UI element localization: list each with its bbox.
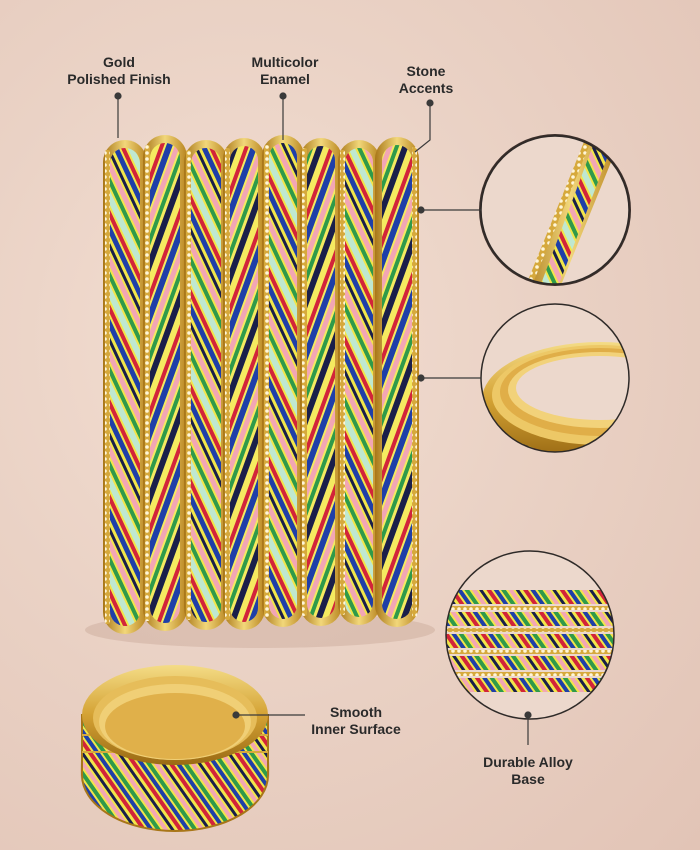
bangle-stack — [103, 135, 419, 634]
callout-stone-accents: Stone Accents — [398, 63, 454, 96]
bangle — [184, 140, 228, 630]
callout-multicolor-enamel: Multicolor Enamel — [251, 54, 319, 87]
bangle — [262, 135, 304, 627]
callout-durable-alloy-base: Durable Alloy Base — [483, 754, 573, 787]
callout-gold-polished-finish: Gold Polished Finish — [67, 54, 171, 87]
zoom-inner-rings — [480, 303, 630, 453]
bangle — [143, 135, 187, 631]
bangle — [375, 137, 419, 627]
callout-smooth-inner-surface: Smooth Inner Surface — [311, 704, 401, 737]
bangle — [338, 140, 380, 625]
bangle — [300, 138, 342, 626]
leader-lines — [114, 92, 532, 745]
zoom-alloy-base — [445, 550, 615, 720]
bangle-ring-set — [80, 665, 270, 832]
bangle — [103, 140, 147, 634]
zoom-stone-accents — [479, 134, 631, 286]
bangle — [223, 138, 265, 630]
